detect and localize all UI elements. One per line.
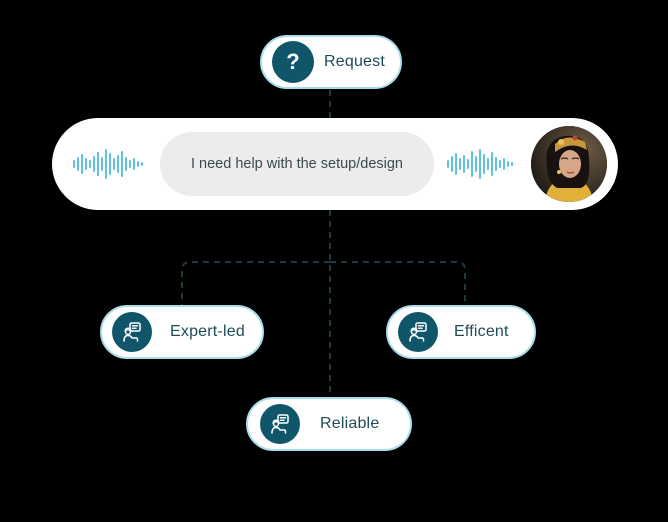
voice-request-bar: I need help with the setup/design: [52, 118, 618, 210]
support-agent-icon: [398, 312, 438, 352]
expert-led-node[interactable]: Expert-led: [100, 305, 264, 359]
efficent-node[interactable]: Efficent: [386, 305, 536, 359]
request-node[interactable]: ? Request: [260, 35, 402, 89]
user-avatar: [531, 126, 607, 202]
audio-waveform-icon: [73, 149, 143, 179]
reliable-node[interactable]: Reliable: [246, 397, 412, 451]
message-bubble: I need help with the setup/design: [160, 132, 434, 196]
request-label: Request: [324, 53, 385, 70]
question-mark-icon: ?: [272, 41, 314, 83]
support-agent-icon: [260, 404, 300, 444]
expert-led-label: Expert-led: [170, 323, 245, 340]
support-agent-icon: [112, 312, 152, 352]
message-text: I need help with the setup/design: [190, 156, 403, 172]
reliable-label: Reliable: [320, 415, 380, 432]
audio-waveform-icon: [447, 149, 513, 179]
efficent-label: Efficent: [454, 323, 509, 340]
